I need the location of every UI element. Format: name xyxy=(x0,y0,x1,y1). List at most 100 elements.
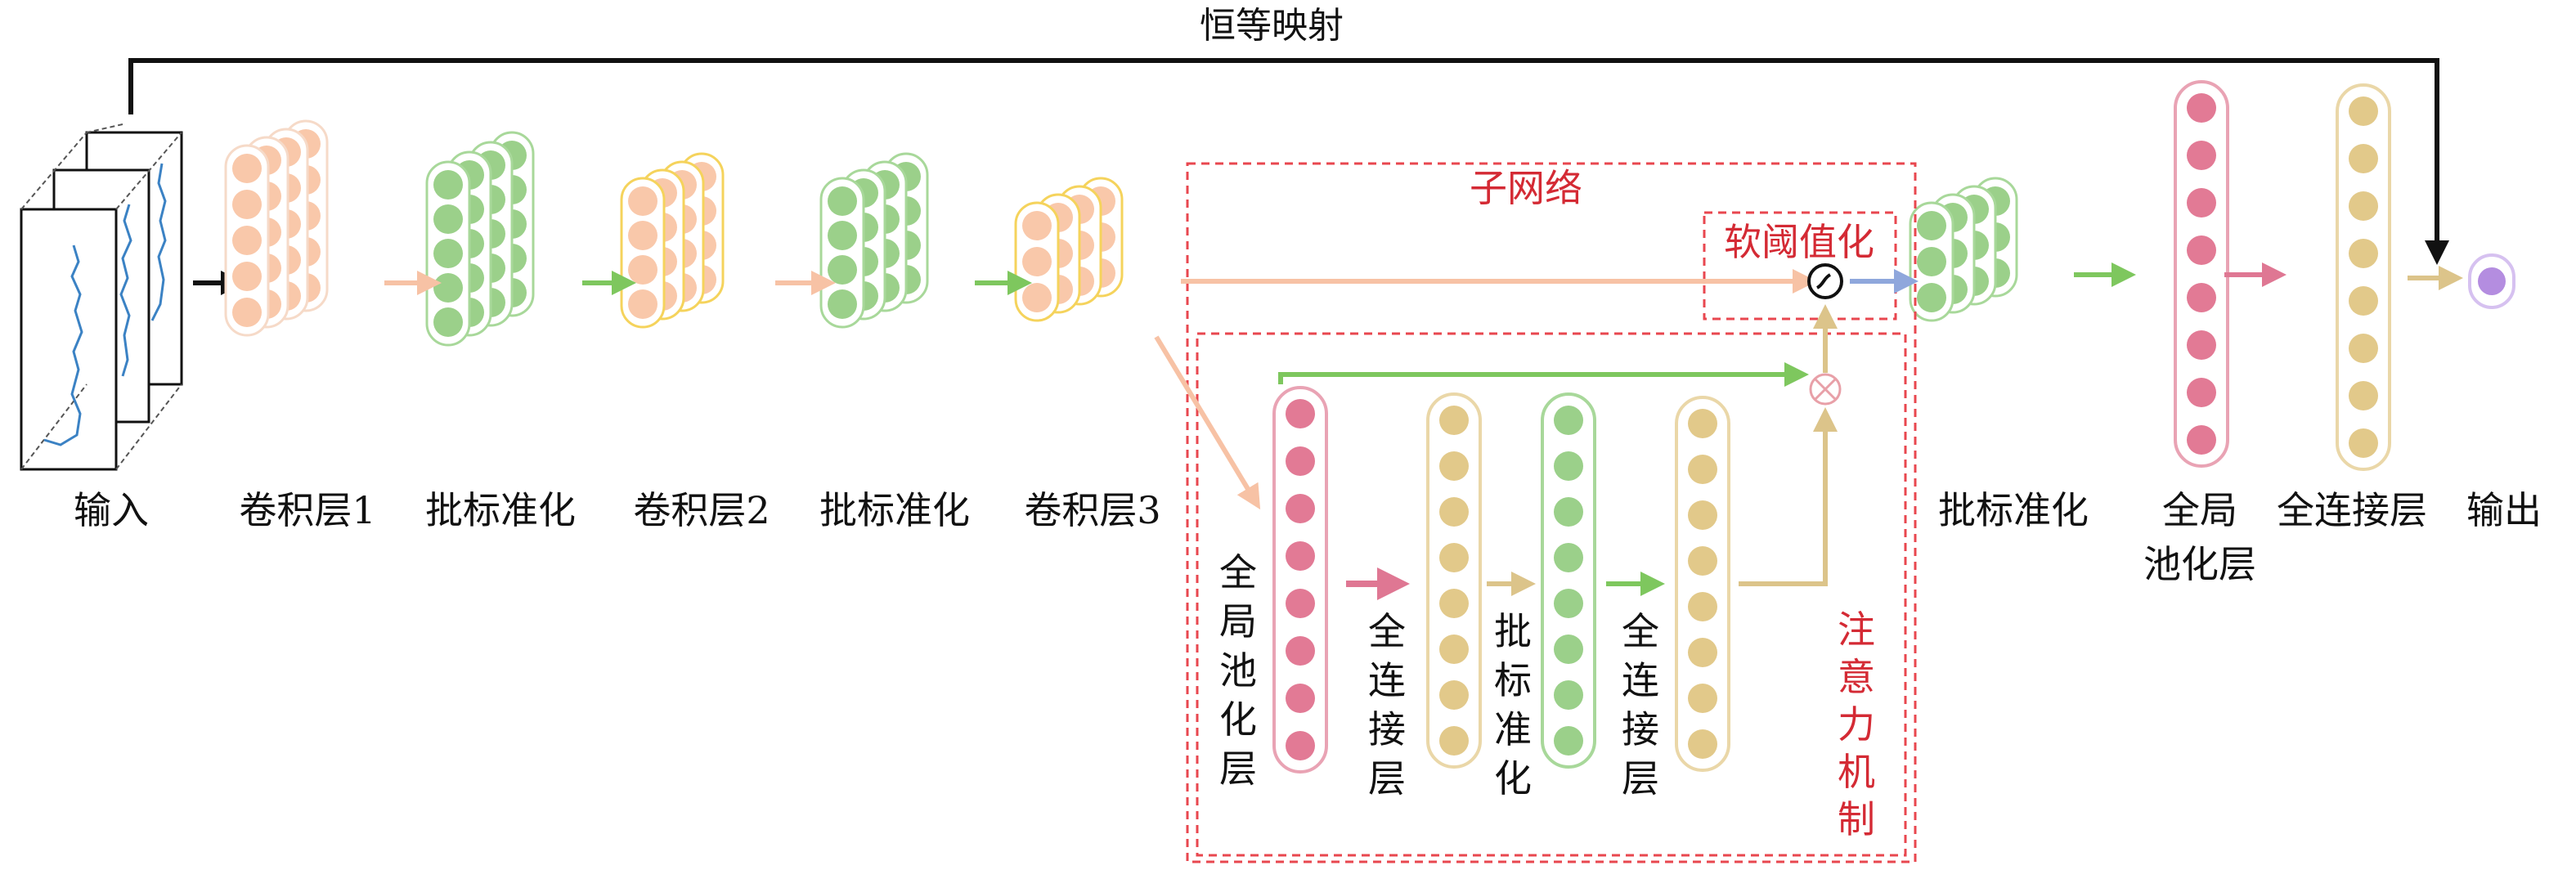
label-input: 输入 xyxy=(74,488,149,532)
neuron xyxy=(2187,235,2216,265)
neuron xyxy=(1554,543,1583,572)
neuron xyxy=(1554,497,1583,527)
neuron xyxy=(232,262,262,291)
neuron xyxy=(1439,406,1469,435)
neuron xyxy=(1286,636,1315,666)
neuron xyxy=(628,255,657,285)
neuron xyxy=(2349,428,2378,458)
signal-waveform-icon xyxy=(150,163,167,321)
label-fc-out: 全连接层 xyxy=(2277,488,2427,532)
output-node xyxy=(2468,253,2515,309)
label-gap-out-line1: 全局 xyxy=(2162,488,2237,532)
neuron xyxy=(628,289,657,319)
soft-threshold-label: 软阈值化 xyxy=(1724,220,1874,264)
bn-out-stack xyxy=(1909,177,2018,322)
neuron xyxy=(1688,455,1717,484)
neuron xyxy=(1439,680,1469,710)
conv1-stack xyxy=(224,119,329,337)
neuron xyxy=(1554,589,1583,618)
neuron xyxy=(828,221,857,250)
neuron xyxy=(2349,96,2378,126)
neuron xyxy=(1688,592,1717,621)
neuron xyxy=(232,226,262,255)
neuron xyxy=(1554,726,1583,756)
neuron xyxy=(433,204,463,234)
label-output: 输出 xyxy=(2466,488,2542,532)
neuron xyxy=(1286,541,1315,571)
neuron-column xyxy=(2174,80,2229,468)
neuron-column xyxy=(1272,386,1328,774)
layer-stacks xyxy=(224,80,2391,774)
neuron xyxy=(1688,638,1717,667)
neuron xyxy=(2187,330,2216,360)
signal-waveform-icon xyxy=(43,244,83,446)
neuron xyxy=(2187,93,2216,123)
neuron xyxy=(1688,729,1717,759)
neuron-column xyxy=(1675,396,1730,772)
neuron xyxy=(232,298,262,327)
input-signal-stack xyxy=(20,123,183,471)
fc-out-column xyxy=(2336,83,2391,471)
neuron xyxy=(433,170,463,200)
neuron-column xyxy=(2336,83,2391,471)
label-bn1: 批标准化 xyxy=(425,488,576,532)
label-gap-inner: 全局池化层 xyxy=(1219,550,1257,791)
arrow-conv3-to-gap xyxy=(1154,335,1261,510)
neuron xyxy=(232,190,262,219)
fc-inner-1-column xyxy=(1426,392,1482,769)
label-attention: 注意力机制 xyxy=(1838,608,1875,841)
neuron xyxy=(1917,283,1946,312)
multiply-icon xyxy=(1809,373,1842,406)
neuron xyxy=(2349,191,2378,221)
neuron xyxy=(1554,680,1583,710)
soft-threshold-box xyxy=(1703,211,1897,321)
neuron xyxy=(1917,211,1946,240)
neuron xyxy=(1688,500,1717,530)
neuron xyxy=(433,307,463,337)
conv3-stack xyxy=(1014,177,1124,322)
neuron xyxy=(1439,635,1469,664)
neuron xyxy=(1554,406,1583,435)
label-fc-inner-1: 全连接层 xyxy=(1368,609,1406,800)
neuron xyxy=(1286,446,1315,476)
neuron xyxy=(2187,188,2216,218)
neuron xyxy=(1439,497,1469,527)
gap-out-column xyxy=(2174,80,2229,468)
subnetwork-box xyxy=(1186,162,1917,863)
label-gap-out-line2: 池化层 xyxy=(2143,542,2256,586)
neuron xyxy=(1554,635,1583,664)
neuron xyxy=(2187,283,2216,312)
neuron xyxy=(2187,141,2216,170)
neuron xyxy=(1439,726,1469,756)
neuron xyxy=(1022,283,1052,312)
neuron xyxy=(1688,684,1717,713)
conv2-stack xyxy=(620,152,725,329)
neuron xyxy=(628,221,657,250)
neuron xyxy=(2349,239,2378,268)
neuron xyxy=(1286,399,1315,428)
neuron xyxy=(1439,589,1469,618)
bn-inner-column xyxy=(1541,392,1596,769)
arrow-fc2-to-multiply xyxy=(1739,407,1838,586)
signal-waveform-icon xyxy=(119,204,132,377)
neuron xyxy=(2187,378,2216,407)
bn1-stack xyxy=(425,131,535,347)
neuron xyxy=(828,289,857,319)
arrow-gap-to-multiply xyxy=(1278,362,1809,387)
neuron xyxy=(2349,144,2378,173)
neuron xyxy=(1286,494,1315,523)
neuron xyxy=(1554,451,1583,481)
fc-inner-2-column xyxy=(1675,396,1730,772)
neuron xyxy=(828,255,857,285)
neuron xyxy=(2349,286,2378,316)
neuron xyxy=(1286,684,1315,713)
neuron xyxy=(2187,425,2216,455)
neuron xyxy=(433,273,463,303)
neuron-column xyxy=(1541,392,1596,769)
soft-threshold-icon xyxy=(1807,263,1843,299)
neuron xyxy=(232,154,262,183)
neuron xyxy=(1688,409,1717,438)
identity-mapping-connection: 恒等映射 xyxy=(128,5,2449,265)
